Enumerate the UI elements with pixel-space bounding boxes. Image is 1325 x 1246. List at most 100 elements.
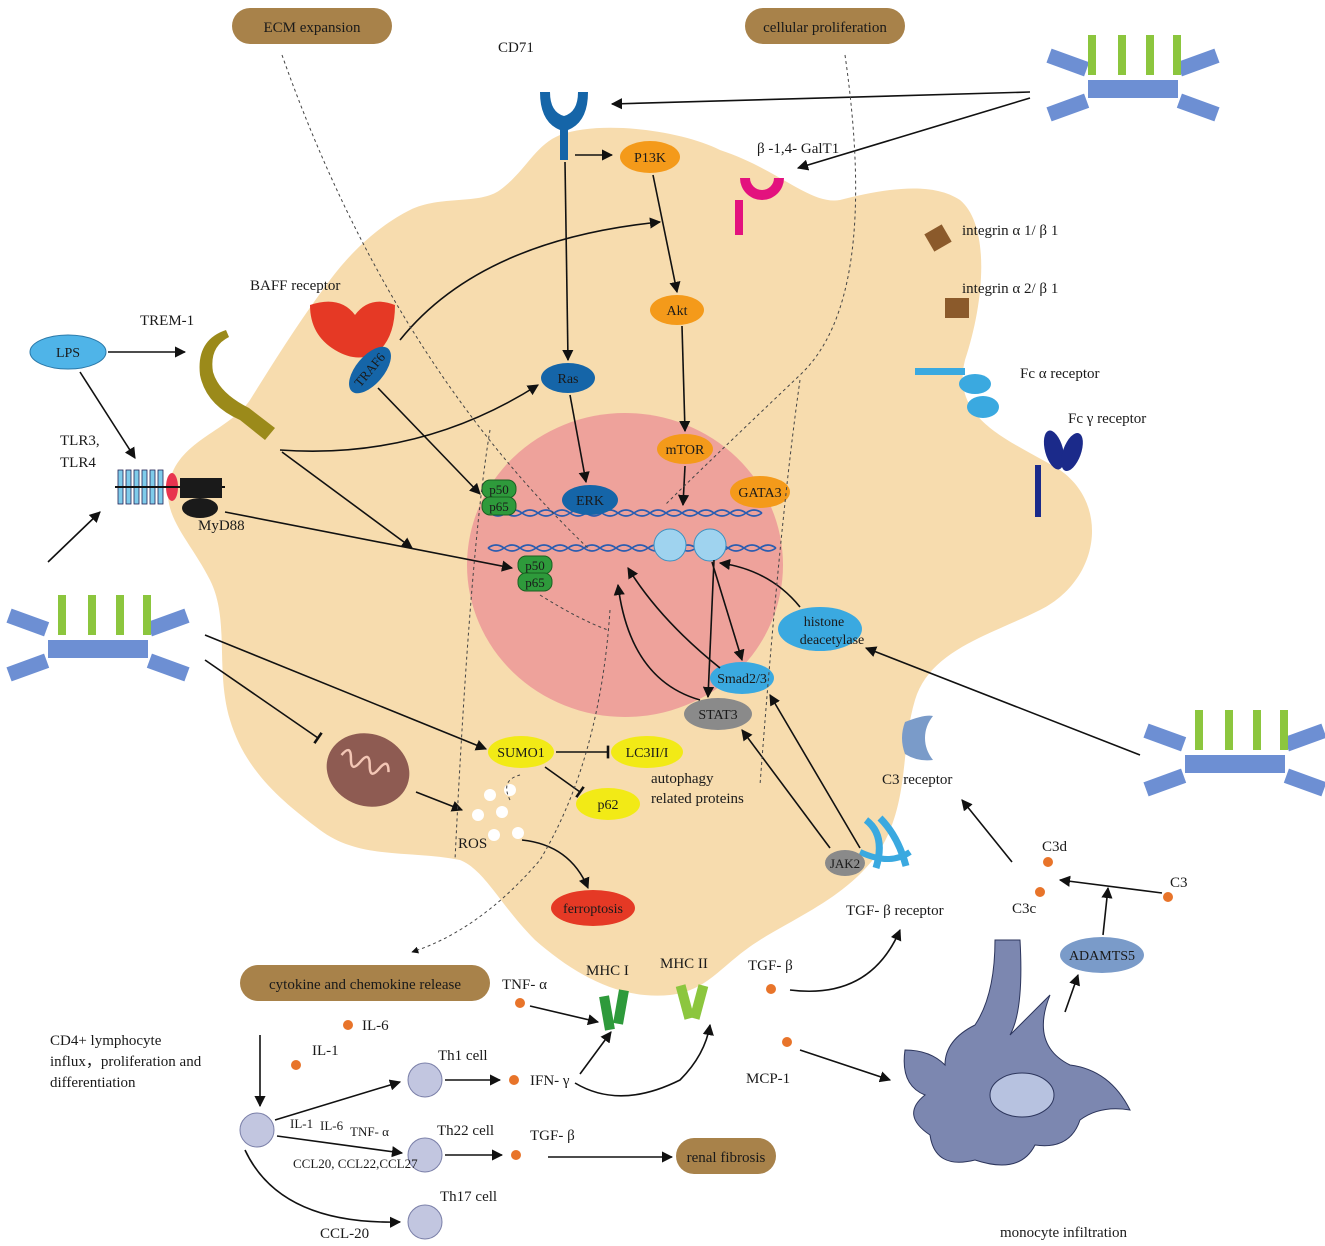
- tlr-receptor: [115, 469, 225, 505]
- cellular-proliferation-label: cellular proliferation: [763, 20, 887, 36]
- tlr-label-line2: TLR4: [60, 455, 96, 471]
- fc-gamma-label: Fc γ receptor: [1068, 411, 1146, 427]
- integrin-a1b1-receptor: [924, 224, 952, 252]
- smad-label: Smad2/3: [717, 672, 767, 687]
- p50-label: p50: [489, 482, 509, 497]
- ras-label: Ras: [558, 372, 579, 387]
- il6-label: IL-6: [362, 1018, 389, 1034]
- integrin-a2b1-label: integrin α 2/ β 1: [962, 281, 1058, 297]
- mhc1-molecule: [599, 989, 629, 1031]
- nfkb-complex-lower: p50 p65: [517, 555, 553, 592]
- th22-label: Th22 cell: [437, 1123, 494, 1139]
- tgfb-label: TGF- β: [748, 958, 793, 974]
- ros-label: ROS: [458, 836, 487, 852]
- th17-label: Th17 cell: [440, 1189, 497, 1205]
- myd88-adaptor: [182, 498, 218, 518]
- mcp1-particle: [780, 1035, 794, 1049]
- tgfb-receptor-label: TGF- β receptor: [846, 903, 944, 919]
- outcome-cytokine-release: cytokine and chemokine release: [240, 965, 490, 1001]
- cd71-receptor: [540, 92, 588, 160]
- pi3k-node: P13K: [620, 141, 680, 173]
- ros-particles: [472, 784, 524, 841]
- c3-label: C3: [1170, 875, 1188, 891]
- arrow-tnfa-label: TNF- α: [350, 1124, 389, 1139]
- adamts5-node: ADAMTS5: [1060, 937, 1144, 973]
- cd4-label-line1: CD4+ lymphocyte: [50, 1033, 162, 1049]
- baff-receptor-label: BAFF receptor: [250, 278, 340, 294]
- p62-node: p62: [576, 788, 640, 820]
- fc-gamma-receptor: [1035, 430, 1083, 517]
- hdac-node: histone deacetylase: [778, 607, 864, 651]
- cd4-lymphocyte: [239, 1112, 275, 1148]
- stat3-label: STAT3: [698, 708, 737, 723]
- trem1-receptor: [199, 330, 275, 440]
- integrin-a1b1-label: integrin α 1/ β 1: [962, 223, 1058, 239]
- tgfb-particle: [764, 982, 778, 996]
- tnfa-particle: [513, 996, 527, 1010]
- renal-fibrosis-label: renal fibrosis: [687, 1150, 766, 1166]
- mtor-label: mTOR: [666, 443, 705, 458]
- cd71-label: CD71: [498, 40, 534, 56]
- lps-node: LPS: [29, 334, 107, 370]
- mhc2-molecule: [675, 984, 709, 1020]
- hdac-label-line1: histone: [804, 615, 844, 630]
- fc-alpha-receptor: [915, 368, 999, 418]
- c3-receptor: [902, 715, 933, 761]
- akt-node: Akt: [650, 295, 704, 325]
- cd4-label-line3: differentiation: [50, 1075, 136, 1091]
- c3d-label: C3d: [1042, 839, 1068, 855]
- lc3-node: LC3II/I: [611, 736, 683, 768]
- jak2-node: JAK2: [825, 850, 865, 876]
- sumo1-node: SUMO1: [488, 736, 554, 768]
- c3c-particle: [1033, 885, 1047, 899]
- th22-cell: [407, 1137, 443, 1173]
- hdac-label-line2: deacetylase: [800, 633, 865, 648]
- ecm-expansion-label: ECM expansion: [263, 20, 361, 36]
- gata3-node: GATA3: [730, 476, 790, 508]
- tgfb-th22-label: TGF- β: [530, 1128, 575, 1144]
- outcome-renal-fibrosis: renal fibrosis: [676, 1138, 776, 1174]
- smad-node: Smad2/3: [710, 662, 774, 694]
- tgfb-th22-particle: [509, 1148, 523, 1162]
- cytokine-release-label: cytokine and chemokine release: [269, 977, 461, 993]
- mhc1-label: MHC I: [586, 963, 629, 979]
- ifng-label: IFN- γ: [530, 1073, 570, 1089]
- iga1-complex-top-right: [1046, 35, 1220, 122]
- p65-label: p65: [489, 499, 509, 514]
- lc3-label: LC3II/I: [626, 746, 669, 761]
- tnfa-label: TNF- α: [502, 977, 547, 993]
- cd4-label-line2: influx，proliferation and: [50, 1054, 202, 1070]
- histone-sphere: [693, 528, 727, 562]
- ferroptosis-label: ferroptosis: [563, 902, 623, 917]
- gata3-label: GATA3: [738, 486, 781, 501]
- sumo1-label: SUMO1: [497, 746, 544, 761]
- p62-label: p62: [598, 798, 619, 813]
- baff-receptor: [310, 301, 395, 358]
- mtor-node: mTOR: [657, 434, 713, 464]
- iga1-complex-bottom-right: [1143, 710, 1325, 797]
- p65-label: p65: [525, 575, 545, 590]
- erk-node: ERK: [562, 485, 618, 515]
- erk-label: ERK: [576, 494, 604, 509]
- arrow-il1-label: IL-1: [290, 1116, 313, 1131]
- ferroptosis-node: ferroptosis: [551, 890, 635, 926]
- mcp1-label: MCP-1: [746, 1071, 790, 1087]
- pi3k-label: P13K: [634, 151, 666, 166]
- akt-label: Akt: [667, 304, 688, 319]
- outcome-ecm-expansion: ECM expansion: [232, 8, 392, 44]
- stat3-node: STAT3: [684, 698, 752, 730]
- outcome-cellular-proliferation: cellular proliferation: [745, 8, 905, 44]
- dashed-connectors: [281, 54, 857, 954]
- autophagy-label-line1: autophagy: [651, 771, 714, 787]
- nfkb-complex-upper: p50 p65: [481, 479, 517, 516]
- c3c-label: C3c: [1012, 901, 1037, 917]
- th17-cell: [407, 1204, 443, 1240]
- c3-receptor-label: C3 receptor: [882, 772, 952, 788]
- autophagy-label-line2: related proteins: [651, 791, 744, 807]
- c3d-particle: [1041, 855, 1055, 869]
- lps-label: LPS: [56, 346, 80, 361]
- monocyte-label: monocyte infiltration: [1000, 1225, 1128, 1241]
- il1-particle: [289, 1058, 303, 1072]
- monocyte: [903, 939, 1131, 1166]
